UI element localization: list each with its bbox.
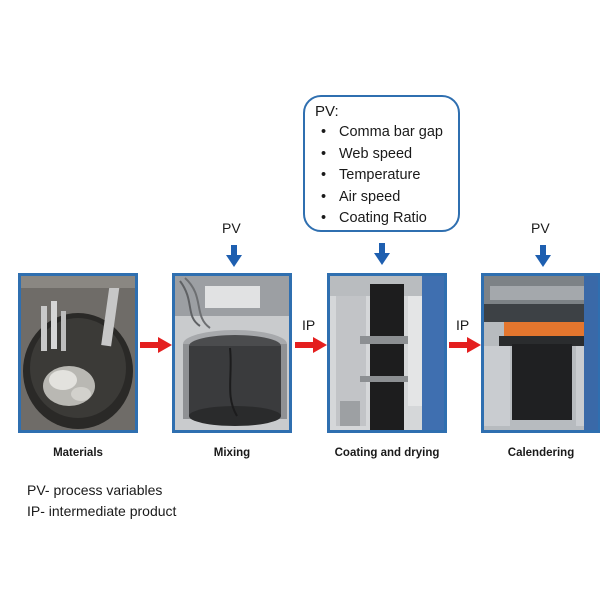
- pv-item-air-speed: Air speed: [315, 187, 448, 209]
- mixing-input-arrow-icon: [226, 245, 242, 267]
- mixing-output-ip-label: IP: [302, 317, 316, 333]
- calendering-photo: [481, 273, 600, 433]
- coating-output-ip-label: IP: [456, 317, 470, 333]
- mixing-to-coating-arrow-icon: [295, 337, 327, 353]
- coating-input-arrow-icon: [374, 243, 390, 265]
- calendering-pv-label: PV: [531, 220, 550, 236]
- pv-item-web-speed: Web speed: [315, 144, 448, 166]
- pv-item-comma-bar-gap: Comma bar gap: [315, 122, 448, 144]
- materials-label: Materials: [53, 447, 103, 459]
- pv-box-title: PV:: [315, 103, 339, 120]
- calendering-label: Calendering: [507, 447, 575, 459]
- mixing-label: Mixing: [213, 447, 251, 459]
- legend-pv: PV- process variables: [27, 482, 163, 498]
- materials-to-mixing-arrow-icon: [140, 337, 172, 353]
- coating-drying-label: Coating and drying: [334, 447, 440, 459]
- coating-drying-photo: [327, 273, 447, 433]
- legend-ip: IP- intermediate product: [27, 503, 177, 519]
- materials-photo: [18, 273, 138, 433]
- pv-item-coating-ratio: Coating Ratio: [315, 208, 448, 230]
- pv-item-temperature: Temperature: [315, 165, 448, 187]
- mixing-pv-label: PV: [222, 220, 241, 236]
- mixing-photo: [172, 273, 292, 433]
- calendering-input-arrow-icon: [535, 245, 551, 267]
- process-variables-box: PV: Comma bar gap Web speed Temperature …: [303, 95, 460, 232]
- coating-to-calendering-arrow-icon: [449, 337, 481, 353]
- pv-variable-list: Comma bar gap Web speed Temperature Air …: [315, 122, 448, 230]
